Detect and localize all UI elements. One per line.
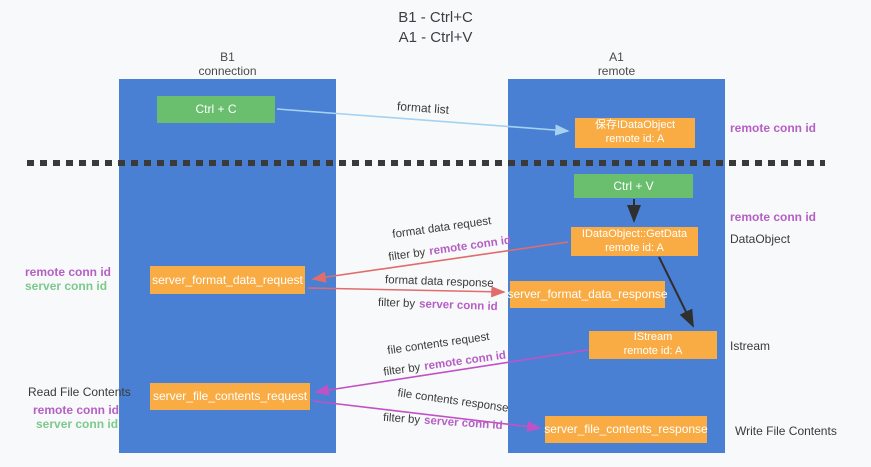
label-write-file-contents: Write File Contents <box>735 424 837 438</box>
node-ctrl-v: Ctrl + V <box>574 174 693 198</box>
lane-a1-role: remote <box>597 64 636 79</box>
node-server-format-data-response: server_format_data_response <box>507 281 668 308</box>
server-file-contents-response-label: server_file_contents_response <box>544 422 708 436</box>
server-conn-id-key: server conn id <box>423 414 503 433</box>
diagram-title: B1 - Ctrl+C A1 - Ctrl+V <box>0 8 871 49</box>
node-server-format-data-request: server_format_data_request <box>150 266 305 294</box>
save-idataobject-line1: 保存IDataObject <box>594 119 676 132</box>
label-mid-left-remote-conn-id: remote conn id <box>25 265 112 279</box>
lane-header-a1: A1 remote <box>508 50 725 79</box>
title-line-1: B1 - Ctrl+C <box>398 9 473 26</box>
getdata-line2: remote id: A <box>605 241 664 254</box>
server-format-data-response-label: server_format_data_response <box>507 287 668 301</box>
ctrl-c-label: Ctrl + C <box>195 102 237 116</box>
node-ctrl-c: Ctrl + C <box>157 96 275 123</box>
label-mid-left-server-conn-id: server conn id <box>25 279 108 293</box>
title-line-2: A1 - Ctrl+V <box>398 29 473 47</box>
server-conn-id-key: server conn id <box>418 298 498 314</box>
server-format-data-request-label: server_format_data_request <box>152 272 303 287</box>
lane-b1-role: connection <box>198 64 257 79</box>
label-format-list: format list <box>396 99 450 117</box>
label-remote-conn-id-mid: remote conn id <box>730 210 817 224</box>
lane-header-b1: B1 connection <box>119 50 336 79</box>
label-file-contents-response: file contents response <box>396 387 510 415</box>
lane-a1-name: A1 <box>609 50 624 64</box>
label-remote-conn-id-top: remote conn id <box>730 121 817 135</box>
lane-b1-name: B1 <box>220 50 235 64</box>
remote-conn-id-key: remote conn id <box>423 349 507 373</box>
label-read-file-contents: Read File Contents <box>28 385 131 399</box>
filter-by-text: filter by <box>382 361 422 379</box>
remote-conn-id-key: remote conn id <box>428 234 512 258</box>
istream-line1: IStream <box>633 331 673 344</box>
istream-line2: remote id: A <box>623 345 683 357</box>
label-dataobject: DataObject <box>730 232 791 246</box>
server-file-contents-request-label: server_file_contents_request <box>152 389 308 403</box>
save-idataobject-line2: remote id: A <box>605 133 665 145</box>
filter-by-text: filter by <box>382 411 421 427</box>
label-istream: Istream <box>730 339 771 353</box>
label-format-data-response: format data response <box>384 274 494 290</box>
label-bottom-left-remote-conn-id: remote conn id <box>33 403 120 417</box>
getdata-line1: IDataObject::GetData <box>581 227 688 240</box>
node-idataobject-getdata: IDataObject::GetData remote id: A <box>571 227 698 256</box>
filter-by-text: filter by <box>387 246 427 264</box>
node-istream: IStream remote id: A <box>589 331 717 359</box>
label-format-data-request: format data request <box>391 215 493 241</box>
filter-by-text: filter by <box>377 296 416 311</box>
node-server-file-contents-response: server_file_contents_response <box>544 416 708 443</box>
ctrl-v-label: Ctrl + V <box>613 178 654 193</box>
label-bottom-left-server-conn-id: server conn id <box>36 417 119 431</box>
node-save-idataobject: 保存IDataObject remote id: A <box>575 118 695 148</box>
dashed-separator-line <box>27 160 825 166</box>
node-server-file-contents-request: server_file_contents_request <box>150 383 310 410</box>
